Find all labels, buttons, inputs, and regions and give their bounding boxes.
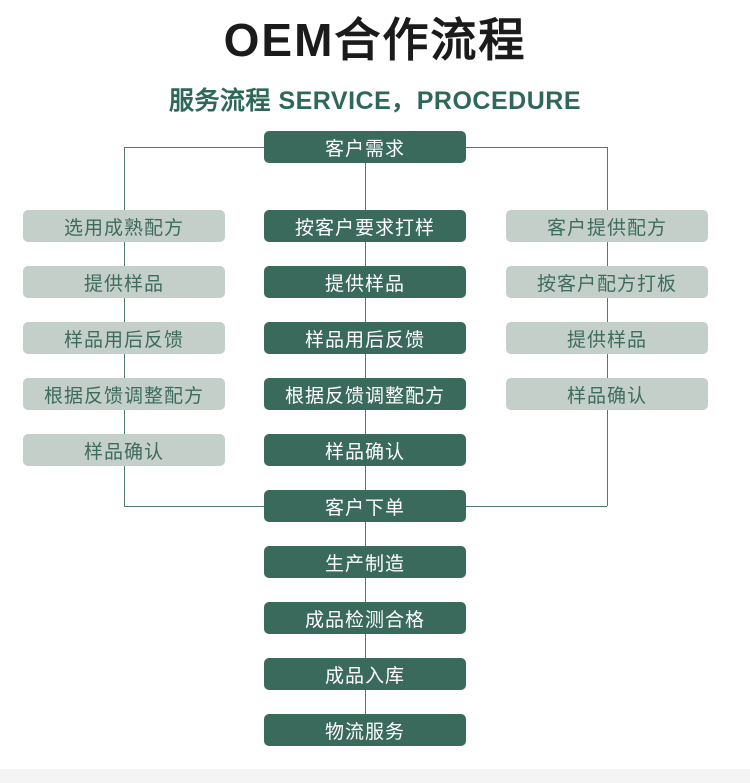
footer-divider-bar	[0, 769, 750, 783]
flow-node-center-4: 根据反馈调整配方	[264, 378, 466, 410]
connector-top-right-horizontal	[466, 147, 607, 148]
page-title: OEM合作流程	[223, 14, 527, 66]
flow-node-left-1: 选用成熟配方	[23, 210, 225, 242]
flow-node-customer-order: 客户下单	[264, 490, 466, 522]
flow-node-center-5: 样品确认	[264, 434, 466, 466]
flow-node-logistics: 物流服务	[264, 714, 466, 746]
flow-node-right-4: 样品确认	[506, 378, 708, 410]
flow-node-quality-check: 成品检测合格	[264, 602, 466, 634]
flow-node-warehousing: 成品入库	[264, 658, 466, 690]
flow-node-center-3: 样品用后反馈	[264, 322, 466, 354]
flow-node-left-4: 根据反馈调整配方	[23, 378, 225, 410]
page-subtitle: 服务流程 SERVICE，PROCEDURE	[169, 87, 581, 115]
flow-node-left-2: 提供样品	[23, 266, 225, 298]
flow-node-center-2: 提供样品	[264, 266, 466, 298]
connector-bottom-left-horizontal	[124, 506, 264, 507]
connector-top-left-horizontal	[124, 147, 264, 148]
flow-node-right-1: 客户提供配方	[506, 210, 708, 242]
flow-node-production: 生产制造	[264, 546, 466, 578]
flow-node-center-1: 按客户要求打样	[264, 210, 466, 242]
flow-node-right-3: 提供样品	[506, 322, 708, 354]
flow-node-left-3: 样品用后反馈	[23, 322, 225, 354]
connector-bottom-right-horizontal	[466, 506, 607, 507]
flow-node-left-5: 样品确认	[23, 434, 225, 466]
flow-node-customer-demand: 客户需求	[264, 131, 466, 163]
flow-node-right-2: 按客户配方打板	[506, 266, 708, 298]
